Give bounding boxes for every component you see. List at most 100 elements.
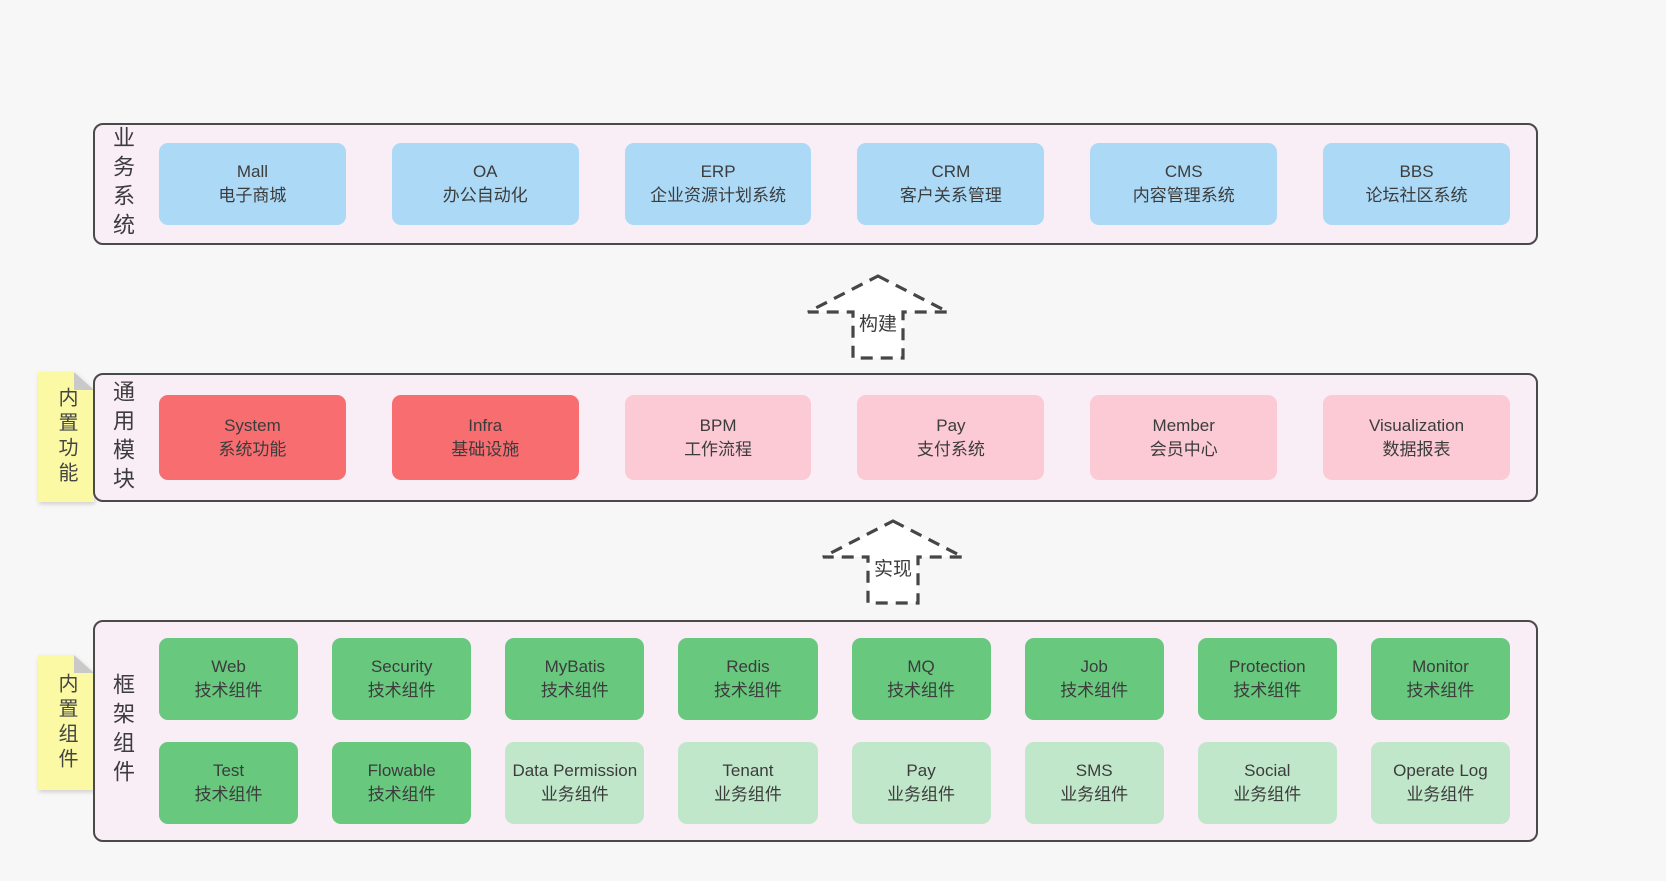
band-label-modules: 通用模块 <box>110 379 135 496</box>
box-name: BBS <box>1399 162 1434 181</box>
box-monitor: Monitor 技术组件 <box>1370 638 1510 720</box>
box-name: Security <box>370 657 433 676</box>
box-system: System 系统功能 <box>159 395 346 480</box>
box-name: Data Permission <box>512 761 638 780</box>
sticky-note-builtin-features: 内置功能 <box>38 372 94 502</box>
box-name: Test <box>212 761 245 780</box>
box-mybatis: MyBatis 技术组件 <box>505 638 645 720</box>
band-business-systems: 业务系统 Mall 电子商城 OA 办公自动化 ERP 企业资源计划系统 CRM… <box>93 123 1538 245</box>
box-desc: 技术组件 <box>713 681 782 700</box>
box-name: Pay <box>936 415 966 435</box>
box-name: System <box>224 415 281 435</box>
box-test: Test 技术组件 <box>159 742 299 824</box>
box-name: Monitor <box>1412 657 1469 676</box>
box-desc: 办公自动化 <box>442 186 528 205</box>
box-data-permission: Data Permission 业务组件 <box>505 742 645 824</box>
box-desc: 企业资源计划系统 <box>650 186 787 205</box>
box-erp: ERP 企业资源计划系统 <box>624 143 812 225</box>
arrow-build-label: 构建 <box>859 313 897 335</box>
box-bpm: BPM 工作流程 <box>624 395 812 480</box>
sticky-note-text: 内置功能 <box>55 387 77 487</box>
box-visualization: Visualization 数据报表 <box>1323 395 1510 480</box>
band-components-rows: Web 技术组件 Security 技术组件 MyBatis 技术组件 Redi… <box>133 638 1536 824</box>
arrow-implement-up: 实现 <box>821 519 965 610</box>
box-operate-log: Operate Log 业务组件 <box>1370 742 1510 824</box>
box-name: Social <box>1244 761 1291 780</box>
box-name: Redis <box>726 657 770 676</box>
block-arrow-up-icon: 实现 <box>822 519 964 605</box>
box-name: Job <box>1080 657 1108 676</box>
box-mall: Mall 电子商城 <box>159 143 346 225</box>
box-name: CRM <box>931 162 971 181</box>
box-flowable: Flowable 技术组件 <box>332 742 472 824</box>
box-name: Operate Log <box>1393 761 1488 780</box>
box-desc: 业务组件 <box>713 785 782 804</box>
box-name: Mall <box>236 162 268 181</box>
box-name: MQ <box>907 657 935 676</box>
box-desc: 技术组件 <box>367 785 436 804</box>
box-name: Tenant <box>722 761 774 780</box>
band-modules-boxes: System 系统功能 Infra 基础设施 BPM 工作流程 Pay 支付系统… <box>133 395 1536 480</box>
band-common-modules: 通用模块 System 系统功能 Infra 基础设施 BPM 工作流程 Pay… <box>93 373 1538 502</box>
components-row-1: Web 技术组件 Security 技术组件 MyBatis 技术组件 Redi… <box>159 638 1510 720</box>
arrow-implement-label: 实现 <box>874 558 912 580</box>
sticky-note-paper: 内置功能 <box>38 372 94 502</box>
sticky-note-builtin-components: 内置组件 <box>38 655 94 790</box>
band-framework-components: 框架组件 Web 技术组件 Security 技术组件 MyBatis 技术组件… <box>93 620 1538 842</box>
box-desc: 论坛社区系统 <box>1365 186 1468 205</box>
sticky-note-paper: 内置组件 <box>38 655 94 790</box>
box-social: Social 业务组件 <box>1197 742 1337 824</box>
box-desc: 技术组件 <box>1060 681 1129 700</box>
box-member: Member 会员中心 <box>1090 395 1278 480</box>
block-arrow-up-icon: 构建 <box>807 274 949 360</box>
box-name: BPM <box>699 415 737 435</box>
box-security: Security 技术组件 <box>332 638 472 720</box>
box-desc: 技术组件 <box>887 681 956 700</box>
box-desc: 技术组件 <box>1406 681 1475 700</box>
band-label-business: 业务系统 <box>110 126 135 242</box>
box-desc: 技术组件 <box>1233 681 1302 700</box>
box-name: SMS <box>1075 761 1113 780</box>
box-desc: 业务组件 <box>887 785 956 804</box>
box-sms: SMS 业务组件 <box>1024 742 1164 824</box>
box-desc: 内容管理系统 <box>1132 186 1235 205</box>
box-tenant: Tenant 业务组件 <box>678 742 818 824</box>
box-redis: Redis 技术组件 <box>678 638 818 720</box>
box-desc: 技术组件 <box>367 681 436 700</box>
box-name: ERP <box>700 162 736 181</box>
box-name: Infra <box>468 415 503 435</box>
box-desc: 支付系统 <box>916 439 985 459</box>
box-desc: 技术组件 <box>194 785 263 804</box>
box-desc: 电子商城 <box>218 186 287 205</box>
box-name: Flowable <box>367 761 436 780</box>
box-desc: 工作流程 <box>684 439 753 459</box>
box-desc: 会员中心 <box>1149 439 1218 459</box>
band-business-boxes: Mall 电子商城 OA 办公自动化 ERP 企业资源计划系统 CRM 客户关系… <box>133 143 1536 225</box>
box-protection: Protection 技术组件 <box>1197 638 1337 720</box>
box-desc: 数据报表 <box>1382 439 1451 459</box>
box-name: Web <box>211 657 246 676</box>
box-desc: 客户关系管理 <box>899 186 1002 205</box>
box-desc: 基础设施 <box>451 439 520 459</box>
box-cms: CMS 内容管理系统 <box>1090 143 1278 225</box>
box-desc: 业务组件 <box>1233 785 1302 804</box>
box-infra: Infra 基础设施 <box>391 395 579 480</box>
box-desc: 系统功能 <box>218 439 287 459</box>
box-pay-system: Pay 支付系统 <box>857 395 1045 480</box>
box-name: Pay <box>906 761 936 780</box>
box-name: MyBatis <box>544 657 606 676</box>
box-name: CMS <box>1164 162 1203 181</box>
box-name: Visualization <box>1368 415 1465 435</box>
arrow-build-up: 构建 <box>806 274 950 365</box>
box-crm: CRM 客户关系管理 <box>857 143 1045 225</box>
box-desc: 业务组件 <box>1406 785 1475 804</box>
box-bbs: BBS 论坛社区系统 <box>1323 143 1510 225</box>
box-desc: 业务组件 <box>1060 785 1129 804</box>
box-desc: 业务组件 <box>540 785 609 804</box>
box-desc: 技术组件 <box>540 681 609 700</box>
sticky-note-text: 内置组件 <box>55 672 77 773</box>
box-desc: 技术组件 <box>194 681 263 700</box>
box-name: Protection <box>1229 657 1306 676</box>
box-oa: OA 办公自动化 <box>391 143 579 225</box>
box-mq: MQ 技术组件 <box>851 638 991 720</box>
